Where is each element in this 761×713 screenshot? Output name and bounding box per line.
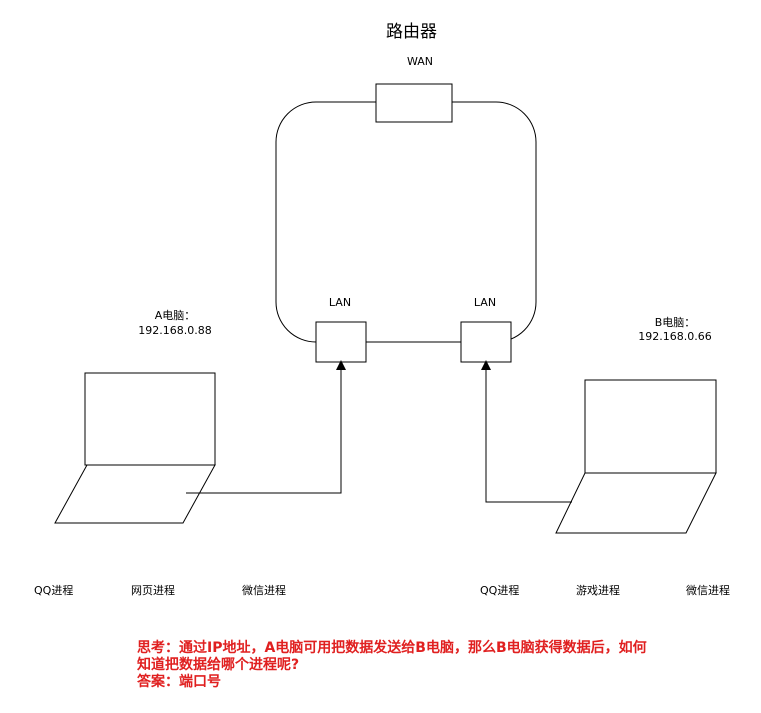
wan-port bbox=[375, 83, 453, 123]
router-title: 路由器 bbox=[386, 22, 437, 42]
computer-b-name: B电脑： bbox=[654, 316, 696, 329]
lan-right-label: LAN bbox=[473, 296, 497, 309]
note-block: 思考：通过IP地址，A电脑可用把数据发送给B电脑，那么B电脑获得数据后，如何 知… bbox=[137, 640, 737, 691]
laptop-a-icon bbox=[54, 372, 216, 524]
note-question-line1: 思考：通过IP地址，A电脑可用把数据发送给B电脑，那么B电脑获得数据后，如何 bbox=[137, 640, 647, 656]
computer-a-ip: 192.168.0.88 bbox=[138, 324, 212, 337]
wan-label: WAN bbox=[406, 55, 434, 68]
process-a-wechat: 微信进程 bbox=[242, 584, 286, 597]
note-question-line2: 知道把数据给哪个进程呢? bbox=[137, 657, 300, 673]
note-answer: 答案：端口号 bbox=[137, 674, 221, 690]
lan-port-right bbox=[460, 321, 512, 363]
process-b-qq: QQ进程 bbox=[480, 584, 520, 597]
cable-a-to-lan bbox=[186, 360, 346, 494]
laptop-b-icon bbox=[555, 379, 717, 534]
process-a-web: 网页进程 bbox=[131, 584, 175, 597]
cable-b-to-lan bbox=[481, 360, 572, 503]
process-a-qq: QQ进程 bbox=[34, 584, 74, 597]
process-b-game: 游戏进程 bbox=[576, 584, 620, 597]
computer-b-ip: 192.168.0.66 bbox=[638, 330, 712, 343]
computer-a-name: A电脑： bbox=[154, 309, 196, 322]
lan-port-left bbox=[315, 321, 367, 363]
process-b-wechat: 微信进程 bbox=[686, 584, 730, 597]
lan-left-label: LAN bbox=[328, 296, 352, 309]
